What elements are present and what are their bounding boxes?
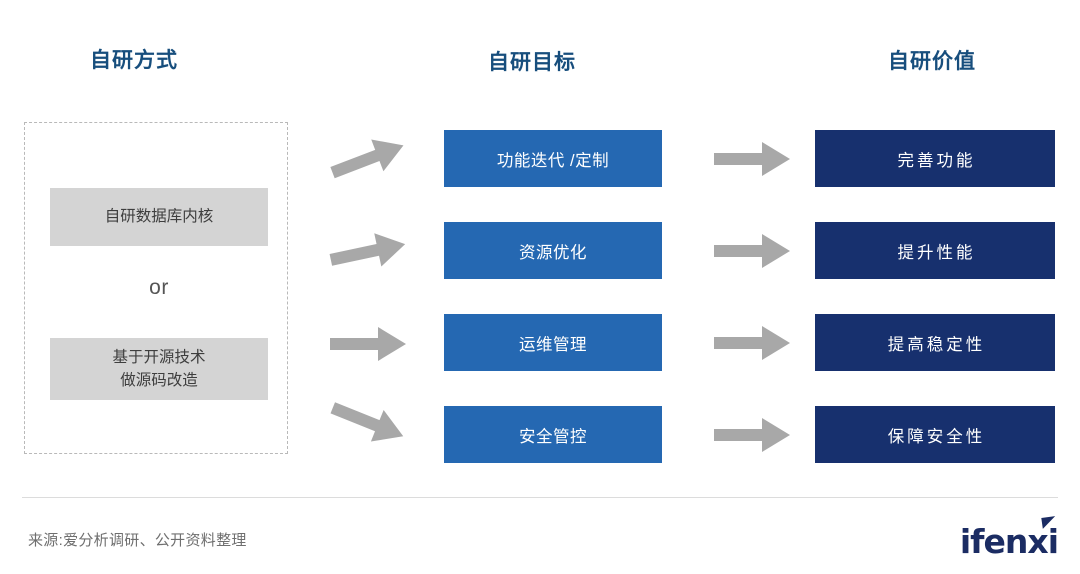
- arrow-goal-to-value-4: [710, 413, 794, 457]
- arrow-goal-to-value-2: [710, 229, 794, 273]
- ifenxi-logo: ifenxi: [959, 516, 1059, 561]
- value-box-boost-performance[interactable]: 提升性能: [815, 222, 1055, 279]
- arrow-method-to-goal-3: [326, 322, 410, 366]
- column-header-method: 自研方式: [90, 49, 178, 72]
- method-option-self-developed-kernel: 自研数据库内核: [50, 188, 268, 246]
- arrow-method-to-goal-4: [326, 400, 410, 444]
- arrow-goal-to-value-1: [710, 137, 794, 181]
- method-option-open-source-label: 基于开源技术 做源码改造: [112, 348, 206, 389]
- value-box-improve-stability[interactable]: 提高稳定性: [815, 314, 1055, 371]
- goal-box-security-control[interactable]: 安全管控: [444, 406, 662, 463]
- arrow-method-to-goal-1: [326, 137, 410, 181]
- column-header-value: 自研价值: [888, 50, 976, 73]
- goal-box-operations-management[interactable]: 运维管理: [444, 314, 662, 371]
- footer-source-text: 来源:爱分析调研、公开资料整理: [28, 532, 247, 549]
- arrow-goal-to-value-3: [710, 321, 794, 365]
- footer-divider: [22, 497, 1058, 498]
- ifenxi-logo-text: ifenxi: [959, 522, 1059, 561]
- method-group-container: [24, 122, 288, 454]
- arrow-method-to-goal-2: [326, 230, 410, 274]
- column-header-goal: 自研目标: [488, 51, 576, 74]
- method-option-open-source-modification: 基于开源技术 做源码改造: [50, 338, 268, 400]
- value-box-ensure-security[interactable]: 保障安全性: [815, 406, 1055, 463]
- logo-flag-icon: [1041, 516, 1057, 529]
- method-option-connector-or: or: [149, 276, 169, 299]
- goal-box-feature-iteration[interactable]: 功能迭代 /定制: [444, 130, 662, 187]
- goal-box-resource-optimization[interactable]: 资源优化: [444, 222, 662, 279]
- value-box-improve-functionality[interactable]: 完善功能: [815, 130, 1055, 187]
